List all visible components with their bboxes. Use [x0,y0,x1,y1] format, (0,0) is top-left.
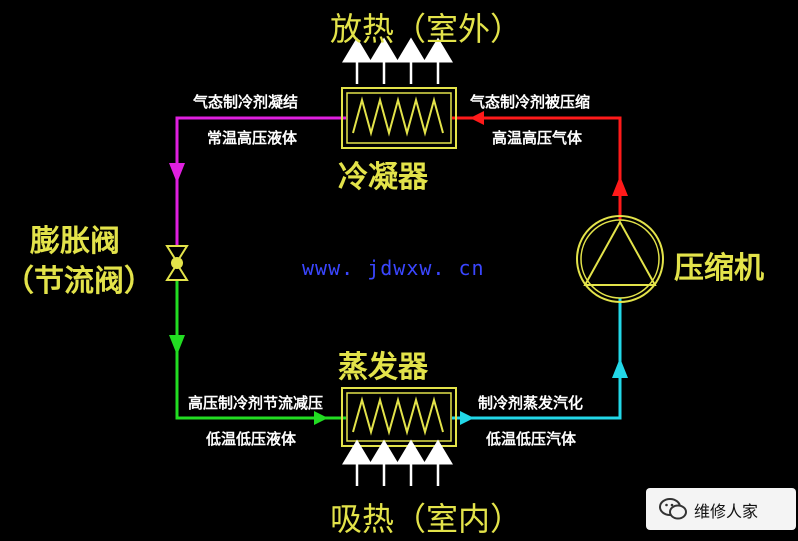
wechat-icon [659,498,687,520]
heat-release-label: 放热（室外） [330,10,523,48]
warm-liquid-line [175,116,346,246]
throttle-valve-label: （节流阀） [4,264,154,299]
cold-liquid-arrow-right [314,411,328,425]
evaporator-left-bottom-text: 低温低压液体 [206,430,297,448]
compressor-label: 压缩机 [674,251,764,286]
expansion-valve-label: 膨胀阀 [30,224,120,259]
cold-liquid-arrow-down [169,335,185,355]
expansion-valve-symbol [165,245,189,281]
condenser-right-bottom-text: 高温高压气体 [492,129,583,147]
cold-vapor-arrow-right [460,411,474,425]
hot-gas-arrow-up [612,176,628,196]
heat-release-arrows [342,37,453,84]
condenser-coil [341,87,457,149]
evaporator-right-top-text: 制冷剂蒸发汽化 [478,394,584,412]
heat-absorb-arrows [342,439,453,486]
watermark-text: 维修人家 [694,502,759,521]
evaporator-label: 蒸发器 [338,350,428,385]
condenser-right-top-text: 气态制冷剂被压缩 [470,93,591,111]
compressor-symbol [576,215,664,303]
hot-gas-arrow-left [470,111,484,125]
website-url: www. jdwxw. cn [302,256,485,280]
evaporator-right-bottom-text: 低温低压汽体 [486,430,577,448]
cold-liquid-line [175,280,346,420]
condenser-left-bottom-text: 常温高压液体 [207,129,298,147]
warm-liquid-arrow-down [169,163,185,183]
evaporator-left-top-text: 高压制冷剂节流减压 [188,394,324,412]
condenser-left-top-text: 气态制冷剂凝结 [193,93,299,111]
cold-vapor-arrow-up [612,358,628,378]
watermark-badge: 维修人家 [646,488,796,530]
evaporator-coil [341,387,457,447]
condenser-label: 冷凝器 [338,160,428,195]
cold-vapor-line [452,298,622,420]
heat-absorb-label: 吸热（室内） [330,500,523,538]
